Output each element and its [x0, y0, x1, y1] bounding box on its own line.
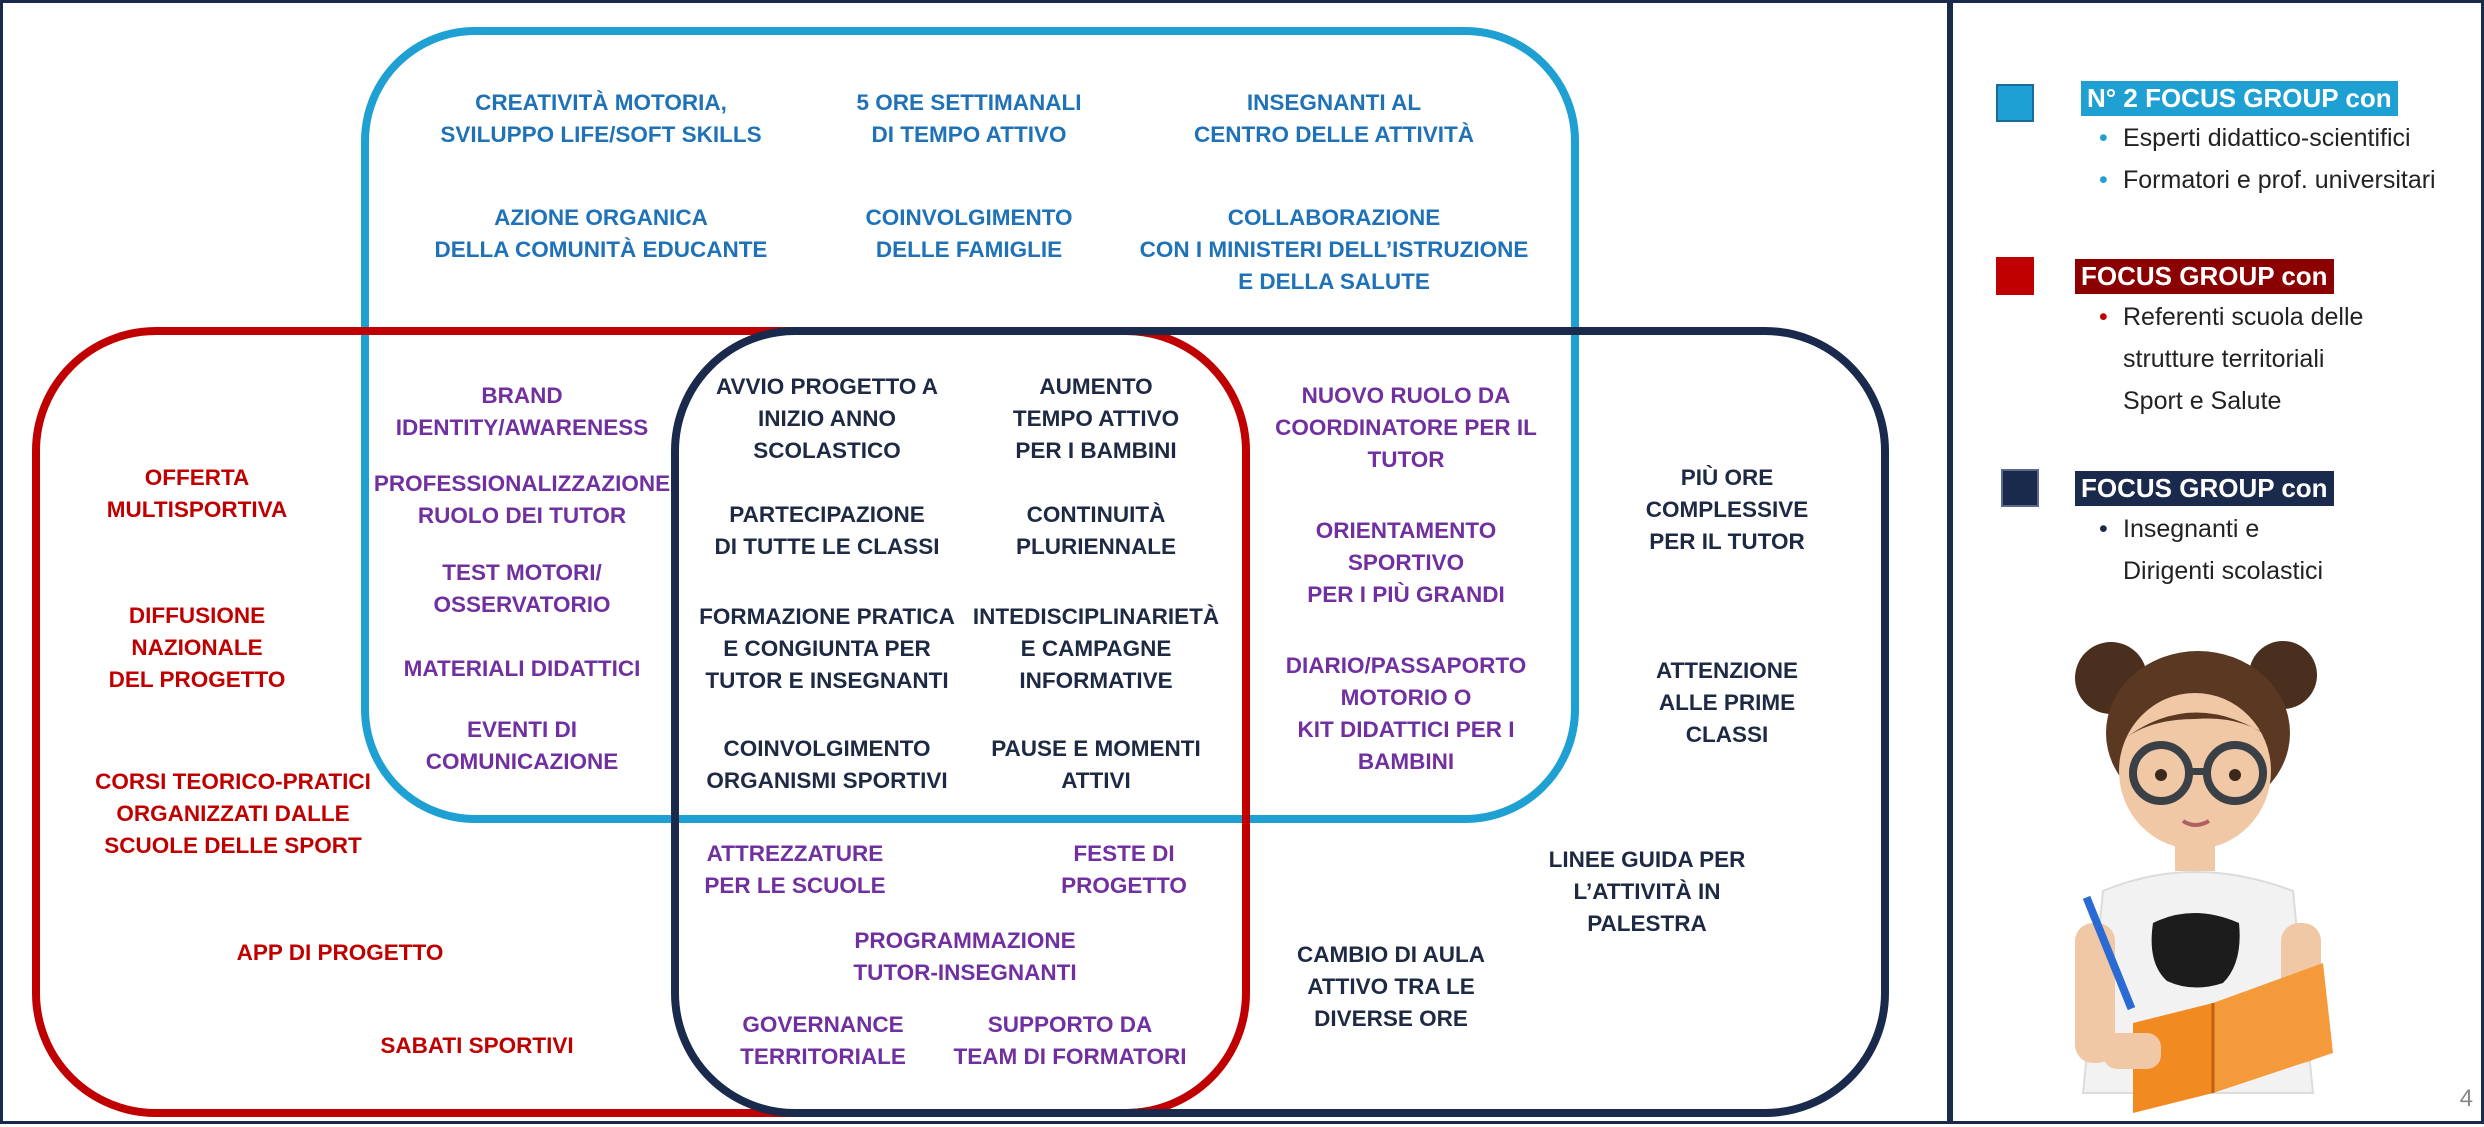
- diagram-label: PROGRAMMAZIONE TUTOR-INSEGNANTI: [853, 928, 1077, 985]
- diagram-label: PIÙ ORE COMPLESSIVE PER IL TUTOR: [1645, 465, 1809, 554]
- blue-circle: [361, 27, 1579, 823]
- diagram-label: DIFFUSIONE NAZIONALE DEL PROGETTO: [108, 603, 286, 692]
- legend-swatch-red: [1996, 257, 2034, 295]
- diagram-label: PAUSE E MOMENTI ATTIVI: [991, 736, 1201, 793]
- diagram-label: GOVERNANCE TERRITORIALE: [740, 1012, 906, 1069]
- legend-swatch-blue: [1996, 84, 2034, 122]
- diagram-label: AVVIO PROGETTO A INIZIO ANNO SCOLASTICO: [715, 374, 939, 463]
- diagram-label: FORMAZIONE PRATICA E CONGIUNTA PER TUTOR…: [699, 604, 955, 693]
- diagram-label: INTEDISCIPLINARIETÀ E CAMPAGNE INFORMATI…: [972, 604, 1220, 693]
- diagram-label: COINVOLGIMENTO ORGANISMI SPORTIVI: [706, 736, 948, 793]
- diagram-label: ATTENZIONE ALLE PRIME CLASSI: [1655, 658, 1799, 747]
- diagram-label: AUMENTO TEMPO ATTIVO PER I BAMBINI: [1012, 374, 1180, 463]
- child-with-glasses-reading-book-icon: [2075, 641, 2333, 1113]
- diagram-label: SUPPORTO DA TEAM DI FORMATORI: [953, 1012, 1187, 1069]
- diagram-label: TEST MOTORI/ OSSERVATORIO: [433, 560, 611, 617]
- legend-list: •Insegnanti e Dirigenti scolastici: [2099, 508, 2323, 592]
- venn-shapes: [32, 27, 1889, 1117]
- diagram-label: ATTREZZATURE PER LE SCUOLE: [704, 841, 886, 898]
- legend-panel: N° 2 FOCUS GROUP con •Esperti didattico-…: [1950, 0, 2484, 1124]
- legend-item: •Esperti didattico-scientifici: [2099, 124, 2411, 152]
- red-circle: [32, 327, 1250, 1117]
- diagram-label: AZIONE ORGANICA DELLA COMUNITÀ EDUCANTE: [434, 205, 768, 262]
- diagram-label: EVENTI DI COMUNICAZIONE: [425, 717, 619, 774]
- diagram-label: MATERIALI DIDATTICI: [403, 656, 641, 681]
- diagram-label: CAMBIO DI AULA ATTIVO TRA LE DIVERSE ORE: [1297, 942, 1485, 1031]
- diagram-label: BRAND IDENTITY/AWARENESS: [395, 383, 649, 440]
- diagram-label: SABATI SPORTIVI: [380, 1033, 574, 1058]
- legend-list: •Esperti didattico-scientifici •Formator…: [2099, 117, 2436, 201]
- navy-circle: [671, 327, 1889, 1117]
- legend-item: •Insegnanti e Dirigenti scolastici: [2099, 515, 2324, 585]
- legend-item: •Referenti scuola delle strutture territ…: [2099, 303, 2364, 415]
- diagram-label: LINEE GUIDA PER L’ATTIVITÀ IN PALESTRA: [1548, 847, 1746, 936]
- page-number: 4: [2459, 1085, 2473, 1112]
- diagram-label: APP DI PROGETTO: [236, 940, 444, 965]
- diagram-label: NUOVO RUOLO DA COORDINATORE PER IL TUTOR: [1275, 383, 1537, 472]
- diagram-label: FESTE DI PROGETTO: [1061, 841, 1187, 898]
- diagram-label: OFFERTA MULTISPORTIVA: [106, 465, 288, 522]
- diagram-label: INSEGNANTI AL CENTRO DELLE ATTIVITÀ: [1194, 90, 1474, 147]
- diagram-label: CREATIVITÀ MOTORIA, SVILUPPO LIFE/SOFT S…: [440, 90, 762, 147]
- venn-diagram-panel: CREATIVITÀ MOTORIA, SVILUPPO LIFE/SOFT S…: [0, 0, 1950, 1124]
- diagram-label: CORSI TEORICO-PRATICI ORGANIZZATI DALLE …: [95, 769, 371, 858]
- legend-item: •Formatori e prof. universitari: [2099, 166, 2436, 194]
- legend-title: FOCUS GROUP con: [2075, 471, 2334, 506]
- diagram-label: COINVOLGIMENTO DELLE FAMIGLIE: [865, 205, 1073, 262]
- legend-list: •Referenti scuola delle strutture territ…: [2099, 296, 2363, 422]
- legend-title: FOCUS GROUP con: [2075, 259, 2334, 294]
- diagram-label: 5 ORE SETTIMANALI DI TEMPO ATTIVO: [856, 90, 1082, 147]
- diagram-label: CONTINUITÀ PLURIENNALE: [1015, 502, 1177, 559]
- legend-swatch-navy: [2001, 469, 2039, 507]
- legend-title: N° 2 FOCUS GROUP con: [2081, 81, 2398, 116]
- diagram-label: DIARIO/PASSAPORTO MOTORIO O KIT DIDATTIC…: [1285, 653, 1527, 774]
- diagram-label: PROFESSIONALIZZAZIONE RUOLO DEI TUTOR: [373, 471, 671, 528]
- diagram-label: ORIENTAMENTO SPORTIVO PER I PIÙ GRANDI: [1307, 518, 1505, 607]
- diagram-label: COLLABORAZIONE CON I MINISTERI DELL’ISTR…: [1139, 205, 1529, 294]
- diagram-label: PARTECIPAZIONE DI TUTTE LE CLASSI: [714, 502, 940, 559]
